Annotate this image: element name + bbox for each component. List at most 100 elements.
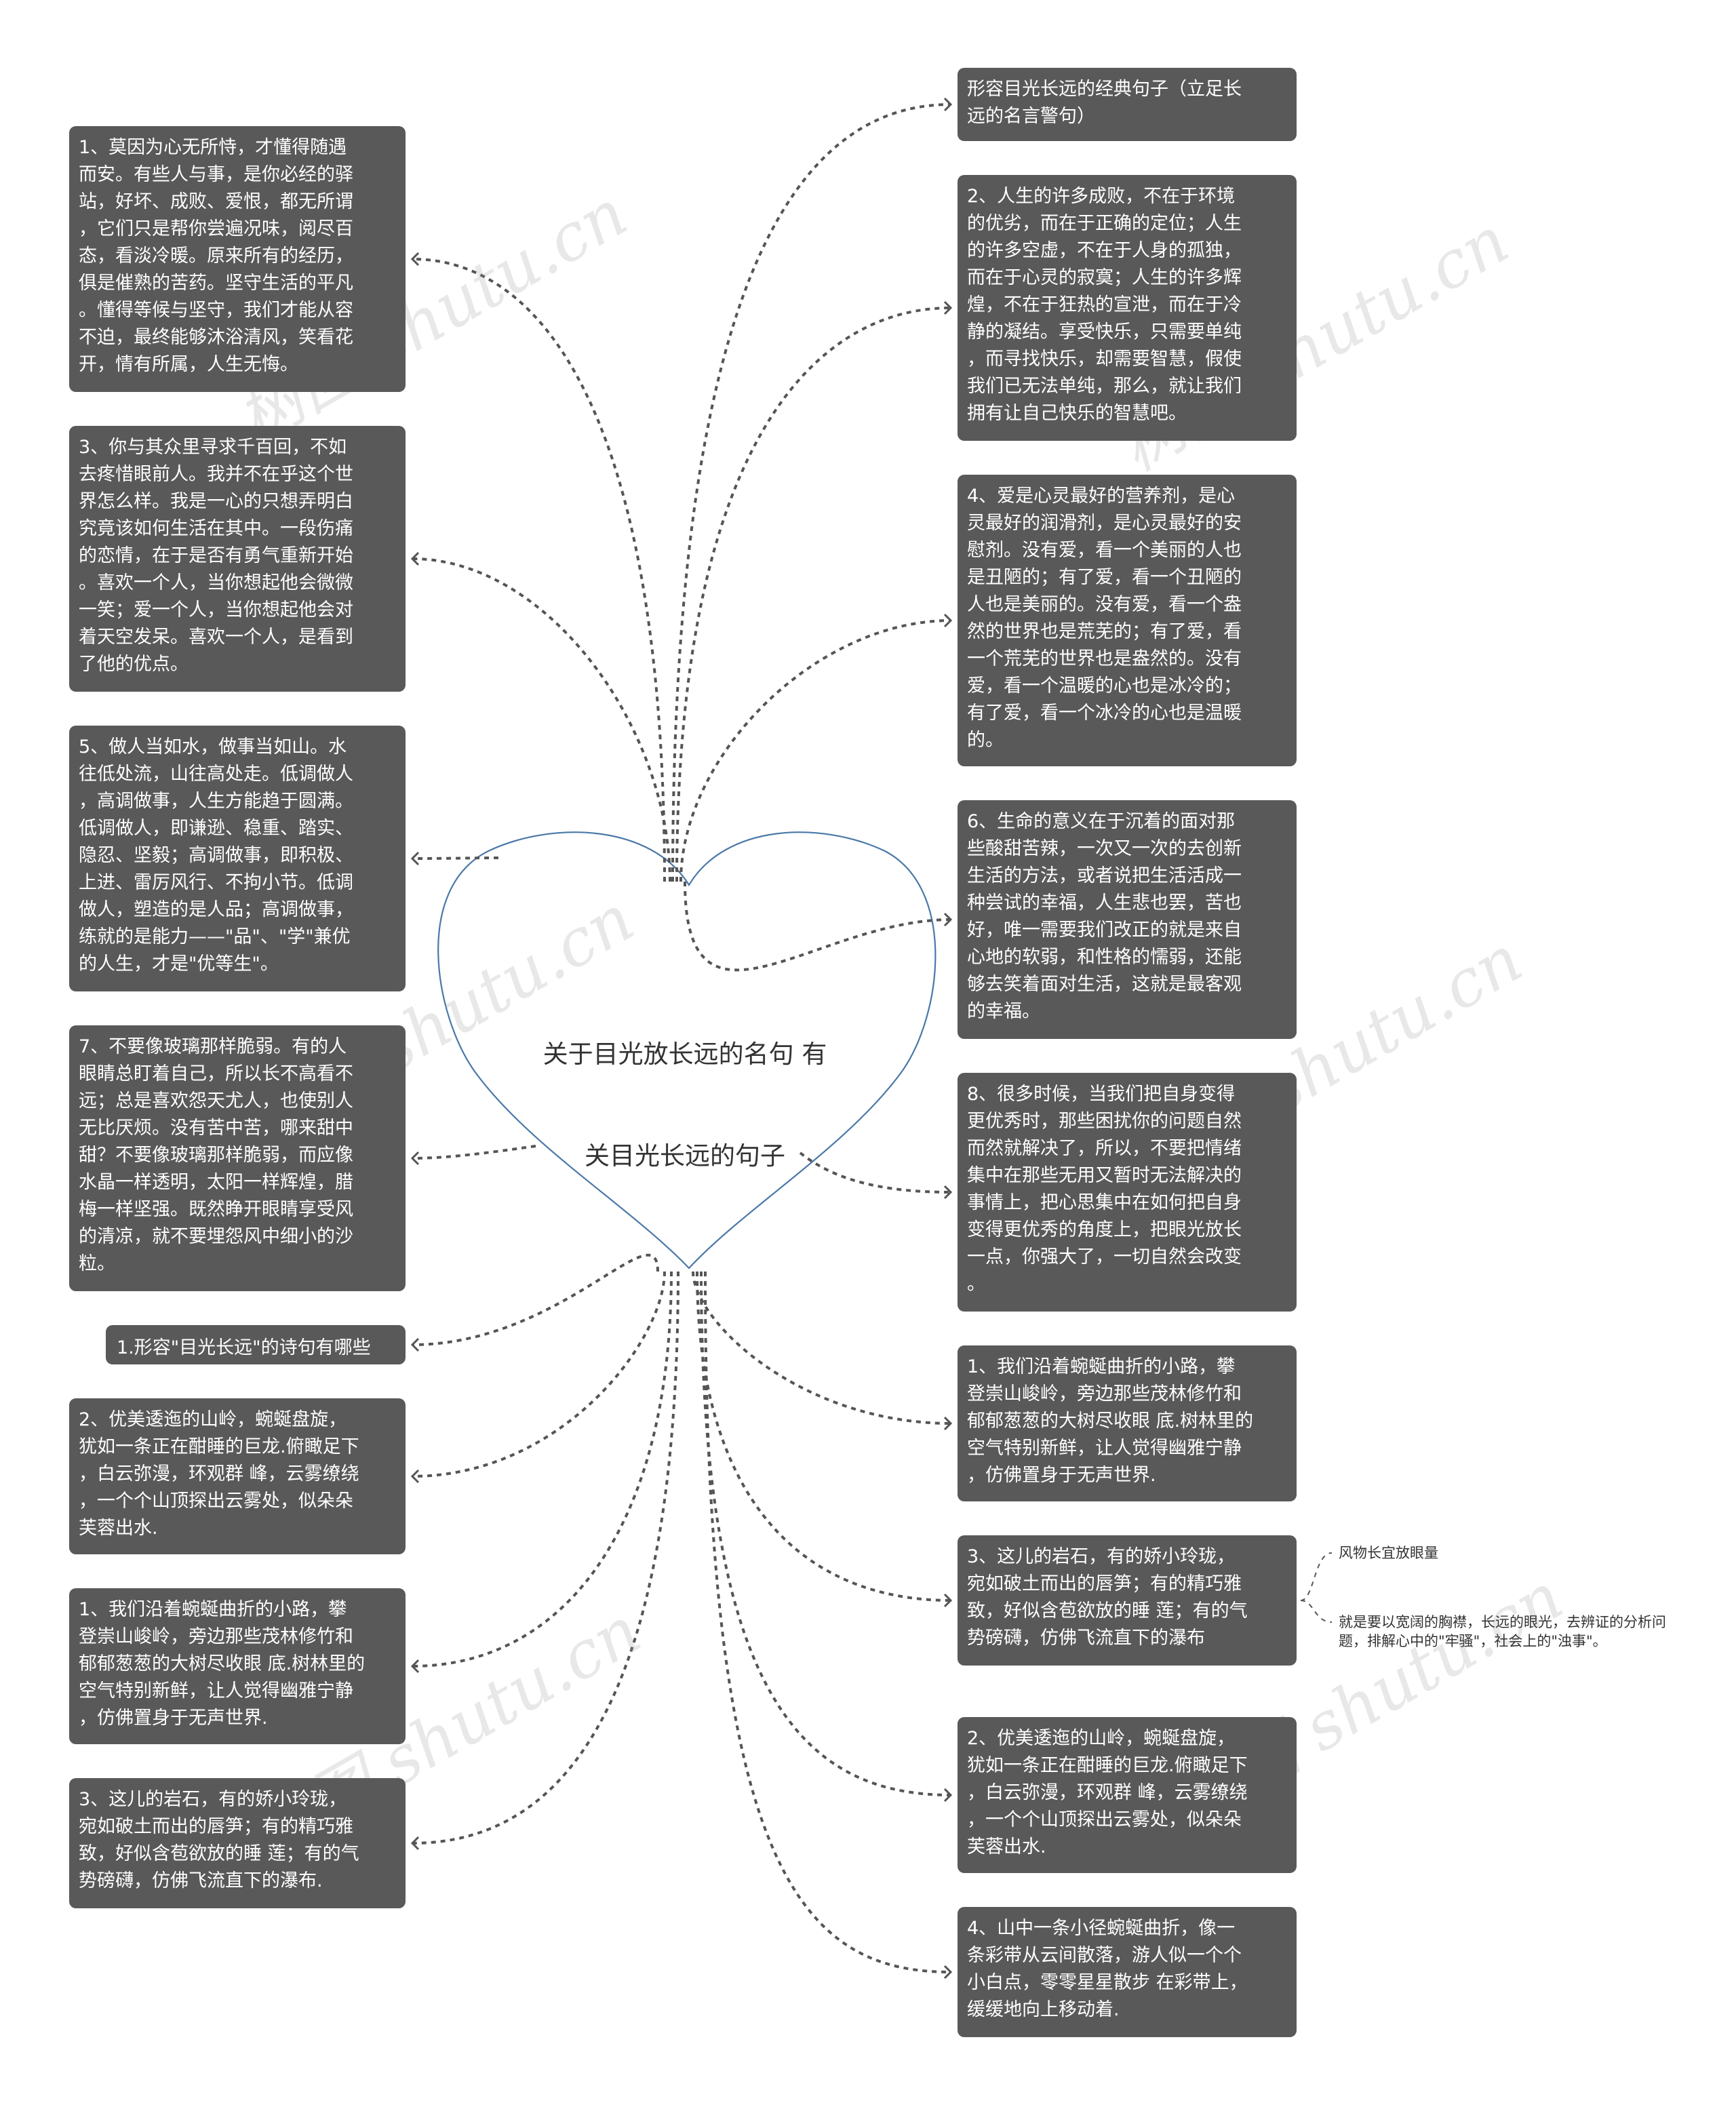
connector-line <box>412 1271 666 1478</box>
node-text-line: 1.形容"目光长远"的诗句有哪些 <box>117 1337 371 1358</box>
node-text-line: 集中在那些无用又暂时无法解决的 <box>967 1165 1242 1186</box>
node-text-line: 8、很多时候，当我们把自身变得 <box>967 1084 1236 1105</box>
node-text-line: ，仿佛置身于无声世界. <box>79 1708 268 1729</box>
node-text-line: 的。 <box>967 730 1004 751</box>
node-text-line: 6、生命的意义在于沉着的面对那 <box>967 811 1236 832</box>
topic-node-right[interactable]: 8、很多时候，当我们把自身变得更优秀时，那些困扰你的问题自然而然就解决了，所以，… <box>958 1073 1297 1312</box>
topic-node-left[interactable]: 1、我们沿着蜿蜒曲折的小路，攀登崇山峻岭，旁边那些茂林修竹和郁郁葱葱的大树尽收眼… <box>69 1588 406 1744</box>
node-text-line: 条彩带从云间散落，游人似一个个 <box>967 1945 1242 1966</box>
node-text-line: 致，好似含苞欲放的睡 莲；有的气 <box>967 1600 1248 1621</box>
node-text-line: 不迫，最终能够沐浴清风，笑看花 <box>79 327 353 348</box>
node-text-line: 的许多空虚，不在于人身的孤独， <box>967 240 1242 261</box>
node-text-line: 隐忍、坚毅；高调做事，即积极、 <box>79 845 353 866</box>
central-topic-line: 关目光长远的句子 <box>585 1141 785 1170</box>
node-text-line: 事情上，把心思集中在如何把自身 <box>967 1192 1242 1213</box>
subtopic-leaf[interactable]: 风物长宜放眼量 <box>1339 1545 1438 1561</box>
arrow-head <box>943 1788 953 1803</box>
node-text-line: 变得更优秀的角度上，把眼光放长 <box>967 1219 1242 1240</box>
connector-line <box>412 1254 659 1346</box>
node-text-line: 水晶一样透明，太阳一样辉煌，腊 <box>79 1172 353 1193</box>
connector-line <box>696 1271 951 1602</box>
connector-line <box>679 619 951 882</box>
node-text-line: 慰剂。没有爱，看一个美丽的人也 <box>967 540 1242 561</box>
connector-line <box>704 1271 951 1973</box>
node-text-line: ，白云弥漫，环观群 峰，云雾缭绕 <box>79 1463 359 1484</box>
node-text-line: 粒。 <box>79 1253 115 1274</box>
arrow-head <box>410 1659 420 1674</box>
topic-node-right[interactable]: 3、这儿的岩石，有的娇小玲珑， 宛如破土而出的唇笋；有的精巧雅致，好似含苞欲放的睡… <box>958 1535 1297 1666</box>
node-text-line: 远；总是喜欢怨天尤人，也使别人 <box>79 1090 353 1111</box>
topic-node-right[interactable]: 4、山中一条小径蜿蜒曲折，像一条彩带从云间散落，游人似一个个小白点，零零星星散步… <box>958 1907 1297 2037</box>
node-text-line: 爱，看一个温暖的心也是冰冷的； <box>967 675 1242 696</box>
topic-node-left[interactable]: 1.形容"目光长远"的诗句有哪些 <box>106 1325 406 1364</box>
node-text-line: 郁郁葱葱的大树尽收眼 底.树林里的 <box>79 1653 366 1674</box>
node-text-line: 空气特别新鲜，让人觉得幽雅宁静 <box>79 1680 353 1701</box>
topic-node-left[interactable]: 3、你与其众里寻求千百回，不如去疼惜眼前人。我并不在乎这个世界怎么样。我是一心的… <box>69 426 406 692</box>
connector-line <box>412 1271 679 1845</box>
topic-node-right[interactable]: 2、人生的许多成败，不在于环境的优劣，而在于正确的定位；人生的许多空虚，不在于人… <box>958 175 1297 441</box>
topic-node-left[interactable]: 2、优美逶迤的山岭，蜿蜒盘旋， 犹如一条正在酣睡的巨龙.俯瞰足下 ，白云弥漫，环观群… <box>69 1398 406 1554</box>
node-text-line: 3、这儿的岩石，有的娇小玲珑， <box>79 1789 347 1810</box>
node-text-line: 势磅礴，仿佛飞流直下的瀑布. <box>79 1870 323 1891</box>
arrow-head <box>943 1965 953 1980</box>
node-text-line: 去疼惜眼前人。我并不在乎这个世 <box>79 464 353 485</box>
node-text-line: 一点，你强大了，一切自然会改变 <box>967 1246 1242 1267</box>
topic-node-left[interactable]: 5、做人当如水，做事当如山。水往低处流，山往高处走。低调做人，高调做事，人生方能… <box>69 726 406 991</box>
node-text-line: 犹如一条正在酣睡的巨龙.俯瞰足下 <box>79 1436 359 1457</box>
node-text-line: 心地的软弱，和性格的懦弱，还能 <box>967 947 1242 968</box>
node-text-line: 2、人生的许多成败，不在于环境 <box>967 186 1236 207</box>
node-text-line: 是丑陋的；有了爱，看一个丑陋的 <box>967 567 1242 588</box>
topic-node-left[interactable]: 7、不要像玻璃那样脆弱。有的人眼睛总盯着自己，所以长不高看不远；总是喜欢怨天尤人… <box>69 1025 406 1291</box>
node-text-line: 甜？不要像玻璃那样脆弱，而应像 <box>79 1145 353 1166</box>
node-text-line: 空气特别新鲜，让人觉得幽雅宁静 <box>967 1438 1242 1459</box>
node-text-line: 势磅礴，仿佛飞流直下的瀑布 <box>967 1628 1205 1649</box>
node-text-line: ，高调做事，人生方能趋于圆满。 <box>79 791 353 812</box>
central-topic[interactable]: 关于目光放长远的名句 有 关目光长远的句子 <box>475 970 895 1207</box>
topic-node-right[interactable]: 2、优美逶迤的山岭，蜿蜒盘旋，犹如一条正在酣睡的巨龙.俯瞰足下，白云弥漫，环观群… <box>958 1717 1297 1873</box>
node-text-line: 登崇山峻岭，旁边那些茂林修竹和 <box>79 1626 353 1647</box>
connector-line <box>675 307 951 882</box>
leaf-connector <box>1300 1552 1333 1601</box>
connector-line <box>412 258 666 882</box>
node-text-line: 7、不要像玻璃那样脆弱。有的人 <box>79 1036 347 1057</box>
node-text-line: 4、爱是心灵最好的营养剂，是心 <box>967 486 1236 507</box>
node-text-line: 2、优美逶迤的山岭，蜿蜒盘旋， <box>79 1409 347 1430</box>
node-text-line: 上进、雷厉风行、不拘小节。低调 <box>79 872 353 893</box>
node-text-line: 的人生，才是"优等生"。 <box>79 953 279 974</box>
connector-line <box>684 881 951 972</box>
node-text-line: 有了爱，看一个冰冷的心也是温暖 <box>967 703 1242 724</box>
arrow-head <box>943 1416 953 1431</box>
node-text-line: 3、这儿的岩石，有的娇小玲珑， <box>967 1546 1236 1567</box>
node-text-line: 究竟该如何生活在其中。一段伤痛 <box>79 518 353 539</box>
topic-node-left[interactable]: 3、这儿的岩石，有的娇小玲珑，宛如破土而出的唇笋；有的精巧雅致，好似含苞欲放的睡… <box>69 1778 406 1908</box>
node-text-line: 些酸甜苦辣，一次又一次的去创新 <box>967 838 1242 859</box>
node-text-line: 生活的方法，或者说把生活活成一 <box>967 865 1242 886</box>
node-text-line: ，一个个山顶探出云雾处，似朵朵 <box>79 1491 353 1512</box>
node-text-line: 灵最好的润滑剂，是心灵最好的安 <box>967 513 1242 534</box>
node-text-line: 小白点，零零星星散步 在彩带上， <box>967 1972 1248 1993</box>
topic-node-right[interactable]: 1、我们沿着蜿蜒曲折的小路，攀登崇山峻岭，旁边那些茂林修竹和郁郁葱葱的大树尽收眼… <box>958 1345 1297 1501</box>
node-text-line: 1、我们沿着蜿蜒曲折的小路，攀 <box>79 1599 347 1620</box>
node-text-line: 2、优美逶迤的山岭，蜿蜒盘旋， <box>967 1728 1236 1749</box>
node-text-line: 远的名言警句） <box>967 106 1095 127</box>
connector-line <box>799 1151 951 1194</box>
arrow-head <box>943 97 953 112</box>
arrow-head <box>410 1337 420 1352</box>
node-text-line: 种尝试的幸福，人生悲也罢，苦也 <box>967 892 1242 913</box>
node-text-line: 然的世界也是荒芜的；有了爱，看 <box>967 621 1242 642</box>
node-text-line: 宛如破土而出的唇笋；有的精巧雅 <box>967 1573 1242 1594</box>
subtopic-leaf[interactable]: 就是要以宽阔的胸襟，长远的眼光，去辨证的分析问题，排解心中的"牢骚"，社会上的"… <box>1339 1614 1666 1649</box>
topic-node-right[interactable]: 形容目光长远的经典句子（立足长远的名言警句） <box>958 68 1297 141</box>
arrow-head <box>943 912 953 927</box>
node-text-line: 芙蓉出水. <box>967 1836 1046 1857</box>
topic-node-left[interactable]: 1、莫因为心无所恃，才懂得随遇而安。有些人与事，是你必经的驿站，好坏、成败、爱恨… <box>69 126 406 392</box>
arrow-head <box>943 1185 953 1200</box>
node-text-line: 形容目光长远的经典句子（立足长 <box>967 79 1242 100</box>
node-text-line: 而安。有些人与事，是你必经的驿 <box>79 164 353 185</box>
topic-node-right[interactable]: 6、生命的意义在于沉着的面对那些酸甜苦辣，一次又一次的去创新生活的方法，或者说把… <box>958 800 1297 1039</box>
node-text-line: 5、做人当如水，做事当如山。水 <box>79 736 347 757</box>
node-text-line: 而然就解决了，所以，不要把情绪 <box>967 1138 1242 1159</box>
topic-node-right[interactable]: 4、爱是心灵最好的营养剂，是心灵最好的润滑剂，是心灵最好的安慰剂。没有爱，看一个… <box>958 475 1297 766</box>
node-text-line: 而在于心灵的寂寞；人生的许多辉 <box>967 267 1242 288</box>
